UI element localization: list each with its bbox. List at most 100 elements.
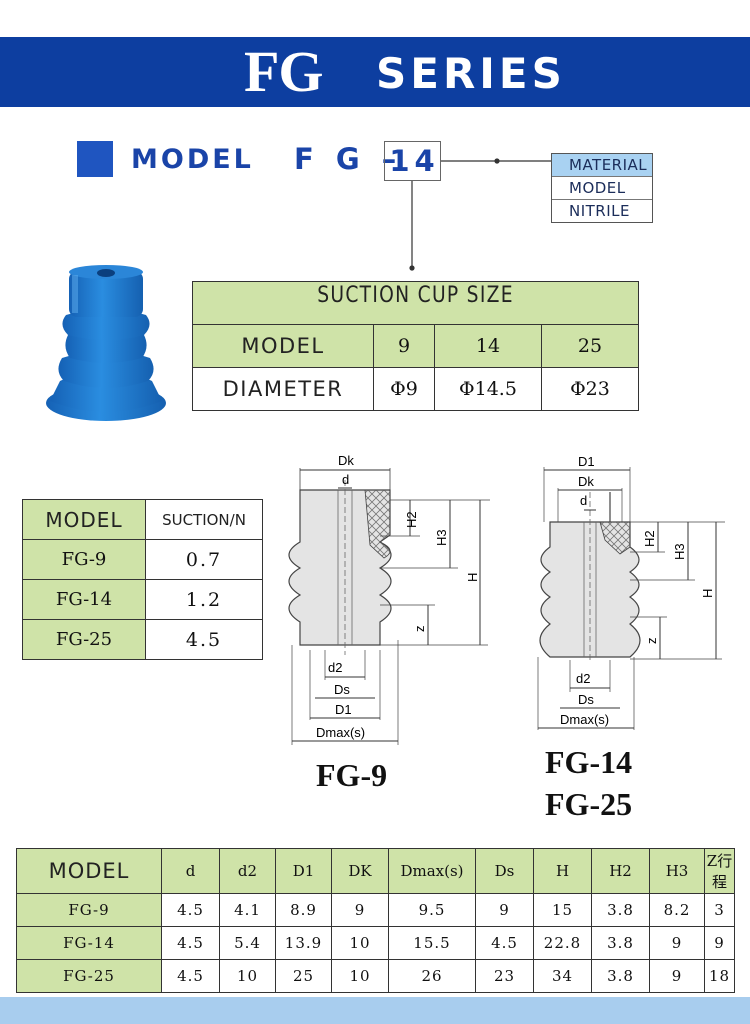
fg14-label-d1: D1 xyxy=(578,454,595,469)
dim-cell: 4.5 xyxy=(161,893,220,927)
dim-cell: 34 xyxy=(533,959,592,993)
size-table-diameter-label: DIAMETER xyxy=(192,367,374,411)
dim-cell: 4.5 xyxy=(475,926,534,960)
legend-model: MODEL xyxy=(552,177,652,200)
suction-force-table: MODEL SUCTION/N FG-9 0.7 FG-14 1.2 FG-25… xyxy=(22,499,263,660)
force-table-model: FG-9 xyxy=(22,539,146,580)
fg9-drawing: Dk d H2 H3 H z d2 Ds D1 Dmax(s) xyxy=(288,453,490,745)
series-title: SERIES xyxy=(376,49,566,98)
fg14-caption: FG-14 xyxy=(545,744,633,780)
fg9-label-ds: Ds xyxy=(334,682,350,697)
dim-cell: FG-14 xyxy=(16,926,162,960)
force-table-value: 0.7 xyxy=(145,539,263,580)
dim-cell: 10 xyxy=(331,959,389,993)
dimensions-table: MODEL d d2 D1 DK Dmax(s) Ds H H2 H3 Z行程 … xyxy=(16,848,735,993)
force-table-header-suction: SUCTION/N xyxy=(145,499,263,540)
model-size-box: 14 xyxy=(384,141,441,181)
dim-header: H xyxy=(533,848,592,894)
size-table-model-label: MODEL xyxy=(192,324,374,368)
fg9-label-d: d xyxy=(342,472,349,487)
fg14-label-dmax: Dmax(s) xyxy=(560,712,609,727)
size-table-title: SUCTION CUP SIZE xyxy=(317,283,514,308)
size-table-cell: Φ9 xyxy=(373,367,435,411)
force-table-value: 4.5 xyxy=(145,619,263,660)
dim-header: d2 xyxy=(219,848,276,894)
fg14-label-h3: H3 xyxy=(672,543,687,560)
dim-header: Ds xyxy=(475,848,534,894)
dim-header: D1 xyxy=(275,848,332,894)
dim-cell: 8.9 xyxy=(275,893,332,927)
size-table-cell: Φ23 xyxy=(541,367,639,411)
fg14-label-ds: Ds xyxy=(578,692,594,707)
force-table-header-model: MODEL xyxy=(22,499,146,540)
dim-cell: FG-9 xyxy=(16,893,162,927)
fg9-label-dk: Dk xyxy=(338,453,354,468)
size-table-title-cell: SUCTION CUP SIZE xyxy=(192,281,639,325)
fg14-label-d2: d2 xyxy=(576,671,590,686)
dim-cell: FG-25 xyxy=(16,959,162,993)
fg14-label-d: d xyxy=(580,493,587,508)
model-connector-lines xyxy=(409,158,551,271)
dim-cell: 9 xyxy=(331,893,389,927)
dim-cell: 9 xyxy=(475,893,534,927)
suction-cup-size-table: SUCTION CUP SIZE MODEL 9 14 25 DIAMETER … xyxy=(192,281,639,411)
fg9-label-z: z xyxy=(412,626,427,633)
fg9-caption: FG-9 xyxy=(316,757,388,793)
dim-header: MODEL xyxy=(16,848,162,894)
legend-nitrile: NITRILE xyxy=(569,202,630,220)
fg14-label-z: z xyxy=(644,638,659,645)
force-table-model: FG-25 xyxy=(22,619,146,660)
fg9-label-h2: H2 xyxy=(404,511,419,528)
size-table-cell: Φ14.5 xyxy=(434,367,542,411)
dim-cell: 3.8 xyxy=(591,893,650,927)
dim-cell: 8.2 xyxy=(649,893,705,927)
dim-header: H3 xyxy=(649,848,705,894)
fg14-label-h2: H2 xyxy=(642,530,657,547)
size-table-cell: 14 xyxy=(434,324,542,368)
dim-header: H2 xyxy=(591,848,650,894)
legend-material: MATERIAL xyxy=(552,154,652,177)
dim-header: DK xyxy=(331,848,389,894)
material-legend: MATERIAL MODEL NITRILE xyxy=(551,153,653,223)
dim-cell: 26 xyxy=(388,959,476,993)
dim-cell: 3.8 xyxy=(591,959,650,993)
dim-cell: 10 xyxy=(219,959,276,993)
dim-cell: 3 xyxy=(704,893,735,927)
dim-cell: 5.4 xyxy=(219,926,276,960)
dim-cell: 9 xyxy=(704,926,735,960)
fg9-label-d2: d2 xyxy=(328,660,342,675)
model-square-icon xyxy=(77,141,113,177)
dim-header: Dmax(s) xyxy=(388,848,476,894)
size-table-cell: 9 xyxy=(373,324,435,368)
model-code-prefix: F G – xyxy=(294,142,403,176)
fg9-label-h3: H3 xyxy=(434,529,449,546)
dim-cell: 15 xyxy=(533,893,592,927)
dim-cell: 4.1 xyxy=(219,893,276,927)
size-table-cell: 25 xyxy=(541,324,639,368)
product-photo xyxy=(46,265,166,421)
brand-title: FG xyxy=(244,39,324,104)
dim-cell: 22.8 xyxy=(533,926,592,960)
dim-cell: 25 xyxy=(275,959,332,993)
dim-cell: 9 xyxy=(649,959,705,993)
fg9-label-h: H xyxy=(465,573,480,582)
dim-cell: 4.5 xyxy=(161,959,220,993)
fg9-label-d1: D1 xyxy=(335,702,352,717)
dim-cell: 3.8 xyxy=(591,926,650,960)
force-table-value: 1.2 xyxy=(145,579,263,620)
dim-cell: 9 xyxy=(649,926,705,960)
fg25-caption: FG-25 xyxy=(545,786,633,822)
fg14-25-drawing: D1 Dk d H2 H3 H z d2 Ds Dmax(s) xyxy=(537,454,725,730)
dim-cell: 4.5 xyxy=(161,926,220,960)
dim-cell: 15.5 xyxy=(388,926,476,960)
dim-cell: 13.9 xyxy=(275,926,332,960)
dim-header: Z行程 xyxy=(704,848,735,894)
model-label: MODEL xyxy=(131,144,254,175)
dim-cell: 10 xyxy=(331,926,389,960)
fg14-label-dk: Dk xyxy=(578,474,594,489)
fg14-label-h: H xyxy=(700,589,715,598)
dim-cell: 23 xyxy=(475,959,534,993)
force-table-model: FG-14 xyxy=(22,579,146,620)
dim-header: d xyxy=(161,848,220,894)
footer-band xyxy=(0,997,750,1024)
